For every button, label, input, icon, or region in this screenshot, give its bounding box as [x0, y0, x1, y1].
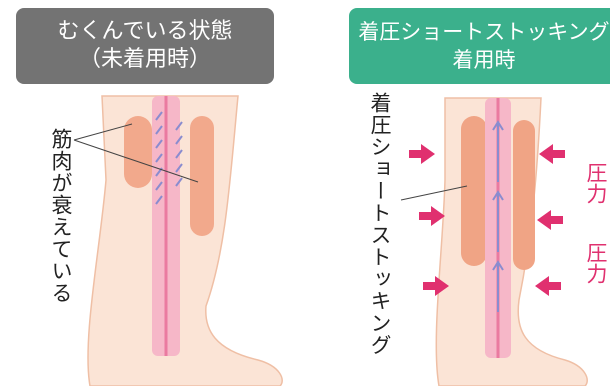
- pressure-arrow-icon: [419, 206, 445, 226]
- right-muscle-1: [461, 116, 487, 266]
- pressure-arrow-icon: [409, 144, 435, 164]
- left-blood-flow-arrows: [155, 111, 183, 205]
- right-pointer-line: [400, 185, 468, 201]
- pressure-arrow-icon: [537, 210, 563, 230]
- left-muscle-2: [190, 116, 214, 236]
- right-annotation: 着圧ショートストッキング: [368, 92, 392, 356]
- right-leg-skin: [435, 97, 588, 386]
- left-pointer-line-2: [73, 139, 199, 183]
- left-muscle-1: [124, 116, 152, 188]
- right-header-line1: 着圧ショートストッキング: [358, 20, 610, 44]
- pressure-label: 圧力: [584, 162, 608, 204]
- left-leg-illustration: [73, 95, 283, 386]
- pressure-arrow-icon: [535, 276, 561, 296]
- pressure-arrow-icon: [423, 276, 449, 296]
- right-leg-illustration: [400, 97, 588, 386]
- pressure-arrows-right: [535, 144, 565, 296]
- left-header-line2: （未着用時）: [78, 47, 211, 72]
- pressure-label: 圧力: [584, 242, 608, 284]
- left-annotation: 筋肉が衰えている: [49, 128, 73, 304]
- left-header-line1: むくんでいる状態: [57, 19, 233, 44]
- left-panel: むくんでいる状態 （未着用時） 筋肉が衰えている: [16, 8, 283, 386]
- pressure-arrow-icon: [539, 144, 565, 164]
- right-header: 着圧ショートストッキング 着用時: [349, 8, 610, 84]
- right-upflow-arrows: [492, 120, 504, 312]
- left-header: むくんでいる状態 （未着用時）: [16, 8, 274, 84]
- left-leg-skin: [87, 95, 283, 386]
- right-muscle-2: [513, 120, 535, 270]
- left-pointer-line-1: [73, 123, 133, 141]
- right-header-line2: 着用時: [452, 48, 516, 72]
- pressure-arrows-left: [409, 144, 449, 296]
- right-panel: 着圧ショートストッキング 着用時 着圧ショートストッキング 圧力 圧力: [305, 0, 610, 386]
